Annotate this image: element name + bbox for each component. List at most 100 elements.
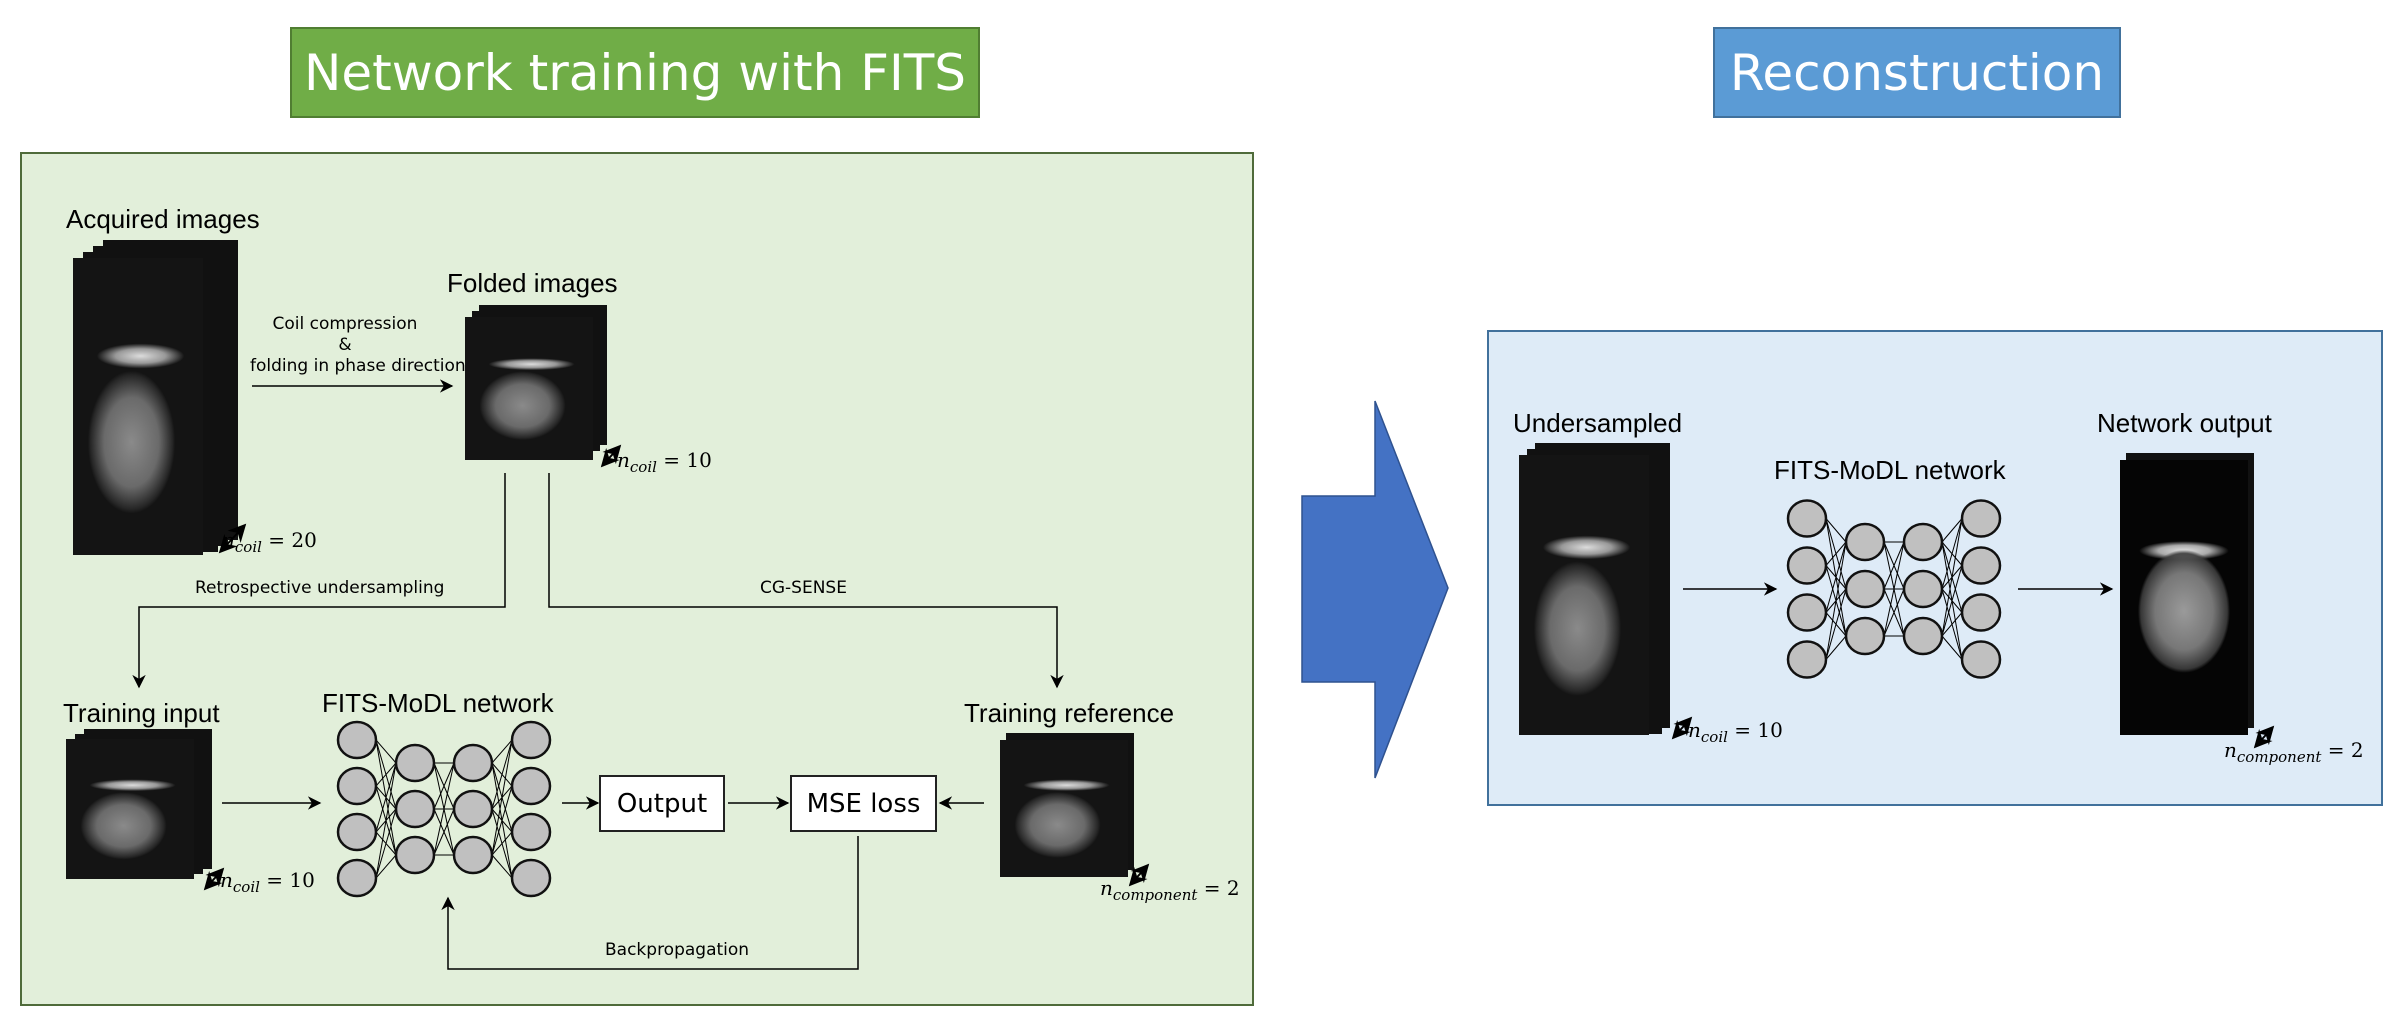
network-connection (491, 854, 513, 879)
reconstruction-network-diagram (1786, 499, 2002, 679)
network-node (1786, 499, 1828, 538)
network-node (1844, 569, 1886, 609)
network-connection (491, 739, 513, 764)
network-connection (491, 739, 513, 810)
network-connection (375, 762, 397, 879)
output-box: Output (599, 775, 725, 832)
folded-images-label: Folded images (447, 268, 618, 298)
training-input-stack (66, 729, 212, 879)
training-reference-mri-image (1000, 740, 1128, 877)
network-node (394, 789, 436, 829)
network-connection (1825, 635, 1847, 660)
training-network-diagram (336, 720, 552, 898)
undersampled-stack (1519, 443, 1670, 735)
transition-arrow-icon (1301, 400, 1449, 779)
network-connection (433, 762, 455, 856)
network-output-label: Network output (2097, 408, 2272, 438)
network-connection (1825, 518, 1847, 543)
network-node (510, 858, 552, 898)
network-node (510, 812, 552, 852)
retrospective-undersampling-label: Retrospective undersampling (195, 578, 445, 598)
network-connection (1825, 541, 1847, 660)
acquired-coil-count: ncoil = 20 (222, 528, 317, 556)
network-connection (1941, 612, 1963, 637)
network-connection (433, 762, 455, 810)
undersampled-coil-count: ncoil = 10 (1688, 718, 1783, 746)
network-node (452, 835, 494, 875)
network-node (1960, 593, 2002, 632)
network-connection (375, 739, 397, 764)
network-connection (1825, 541, 1847, 566)
network-node (1786, 546, 1828, 585)
network-connection (1941, 518, 1963, 590)
acquired-depth-arrow-icon (218, 523, 247, 554)
backpropagation-connector (441, 836, 859, 970)
training-section-title: Network training with FITS (290, 27, 980, 118)
network-connection (375, 808, 397, 879)
network-connection (491, 785, 513, 856)
network-node (1902, 569, 1944, 609)
network-node (1786, 640, 1828, 679)
acquired-images-label: Acquired images (66, 204, 260, 234)
network-node (394, 835, 436, 875)
training-reference-stack (1000, 733, 1134, 877)
coil-compression-step-label: Coil compression & folding in phase dire… (250, 314, 466, 376)
undersampled-mri-image (1519, 455, 1649, 735)
acquired-mri-image (73, 258, 203, 555)
network-node (1902, 616, 1944, 656)
retrospective-undersampling-connector (132, 473, 506, 689)
acquired-images-stack (73, 240, 238, 555)
network-connection (1825, 588, 1847, 660)
network-node (1844, 522, 1886, 562)
cg-sense-label: CG-SENSE (760, 578, 847, 598)
network-node (1960, 499, 2002, 538)
network-connection (1883, 588, 1905, 637)
folded-depth-arrow-icon (600, 444, 622, 468)
network-node (510, 720, 552, 760)
network-connection (375, 762, 397, 787)
training-reference-component-count: ncomponent = 2 (1100, 876, 1240, 904)
training-network-label: FITS-MoDL network (322, 688, 554, 718)
network-connection (1941, 518, 1963, 637)
reconstruction-section-title: Reconstruction (1713, 27, 2121, 118)
network-output-mri-image (2120, 460, 2248, 735)
network-node (336, 766, 378, 806)
network-node (1902, 522, 1944, 562)
undersampled-depth-arrow-icon (1671, 716, 1693, 740)
network-connection (1941, 635, 1963, 660)
mse-loss-box: MSE loss (790, 775, 937, 832)
network-connection (375, 854, 397, 879)
network-node (336, 720, 378, 760)
training-input-label: Training input (63, 698, 220, 728)
network-connection (1883, 541, 1905, 590)
network-node (452, 789, 494, 829)
network-node (336, 812, 378, 852)
network-output-component-count: ncomponent = 2 (2224, 738, 2364, 766)
training-reference-label: Training reference (964, 698, 1175, 728)
training-reference-depth-arrow-icon (1128, 863, 1150, 887)
network-node (510, 766, 552, 806)
network-connection (1941, 518, 1963, 543)
network-connection (491, 831, 513, 856)
training-input-depth-arrow-icon (203, 867, 225, 891)
reconstruction-network-label: FITS-MoDL network (1774, 455, 2006, 485)
network-node (1960, 640, 2002, 679)
network-connection (375, 762, 397, 833)
training-input-mri-image (66, 739, 194, 879)
network-node (394, 743, 436, 783)
folded-mri-image (465, 317, 593, 460)
network-connection (1825, 541, 1847, 613)
folded-images-stack (465, 305, 607, 460)
network-connection (1883, 541, 1905, 637)
network-output-depth-arrow-icon (2253, 725, 2275, 749)
network-node (452, 743, 494, 783)
network-connection (491, 739, 513, 856)
network-connection (433, 808, 455, 856)
network-node (1844, 616, 1886, 656)
network-node (336, 858, 378, 898)
network-node (1786, 593, 1828, 632)
network-output-stack (2120, 453, 2254, 735)
undersampled-label: Undersampled (1513, 408, 1683, 438)
network-node (1960, 546, 2002, 585)
